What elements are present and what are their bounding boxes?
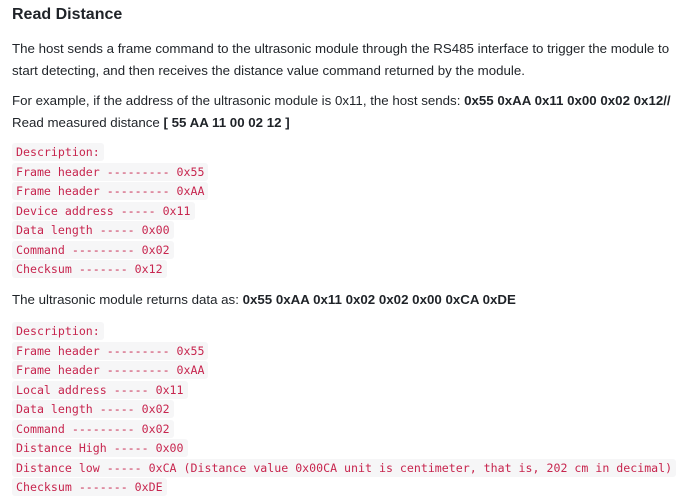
code-line: Data length ----- 0x00 [12,221,208,241]
send-description-block: Description: Frame header --------- 0x55… [12,143,209,280]
code-line: Distance low ----- 0xCA (Distance value … [12,458,677,479]
code-line: Frame header --------- 0xAA [12,361,676,381]
example-paragraph: For example, if the address of the ultra… [12,90,682,134]
code-line: Command --------- 0x02 [12,240,208,261]
code-line: Command --------- 0x02 [12,419,676,440]
code-line: Description: [12,322,676,342]
code-line: Distance High ----- 0x00 [12,439,676,459]
code-line: Description: [12,143,208,163]
example-suffix-bytes: [ 55 AA 11 00 02 12 ] [163,115,290,130]
returns-data: 0x55 0xAA 0x11 0x02 0x02 0x00 0xCA 0xDE [242,292,516,307]
example-suffix-text: Read measured distance [12,115,164,130]
code-line: Device address ----- 0x11 [12,201,208,222]
code-line: Checksum ------- 0x12 [12,260,208,280]
code-line: Frame header --------- 0x55 [12,341,676,362]
code-line: Data length ----- 0x02 [12,400,676,420]
section-heading: Read Distance [12,6,123,23]
example-command: 0x55 0xAA 0x11 0x00 0x02 0x12// [464,93,671,108]
code-line: Frame header --------- 0x55 [12,162,209,183]
example-prefix: For example, if the address of the ultra… [12,93,465,108]
code-line: Checksum ------- 0xDE [12,478,676,498]
returns-prefix: The ultrasonic module returns data as: [12,292,243,307]
code-line: Frame header --------- 0xAA [12,182,209,202]
return-description-block: Description: Frame header --------- 0x55… [12,322,677,498]
code-line: Local address ----- 0x11 [12,380,676,401]
intro-paragraph: The host sends a frame command to the ul… [12,41,670,78]
returns-paragraph: The ultrasonic module returns data as: 0… [12,289,682,311]
